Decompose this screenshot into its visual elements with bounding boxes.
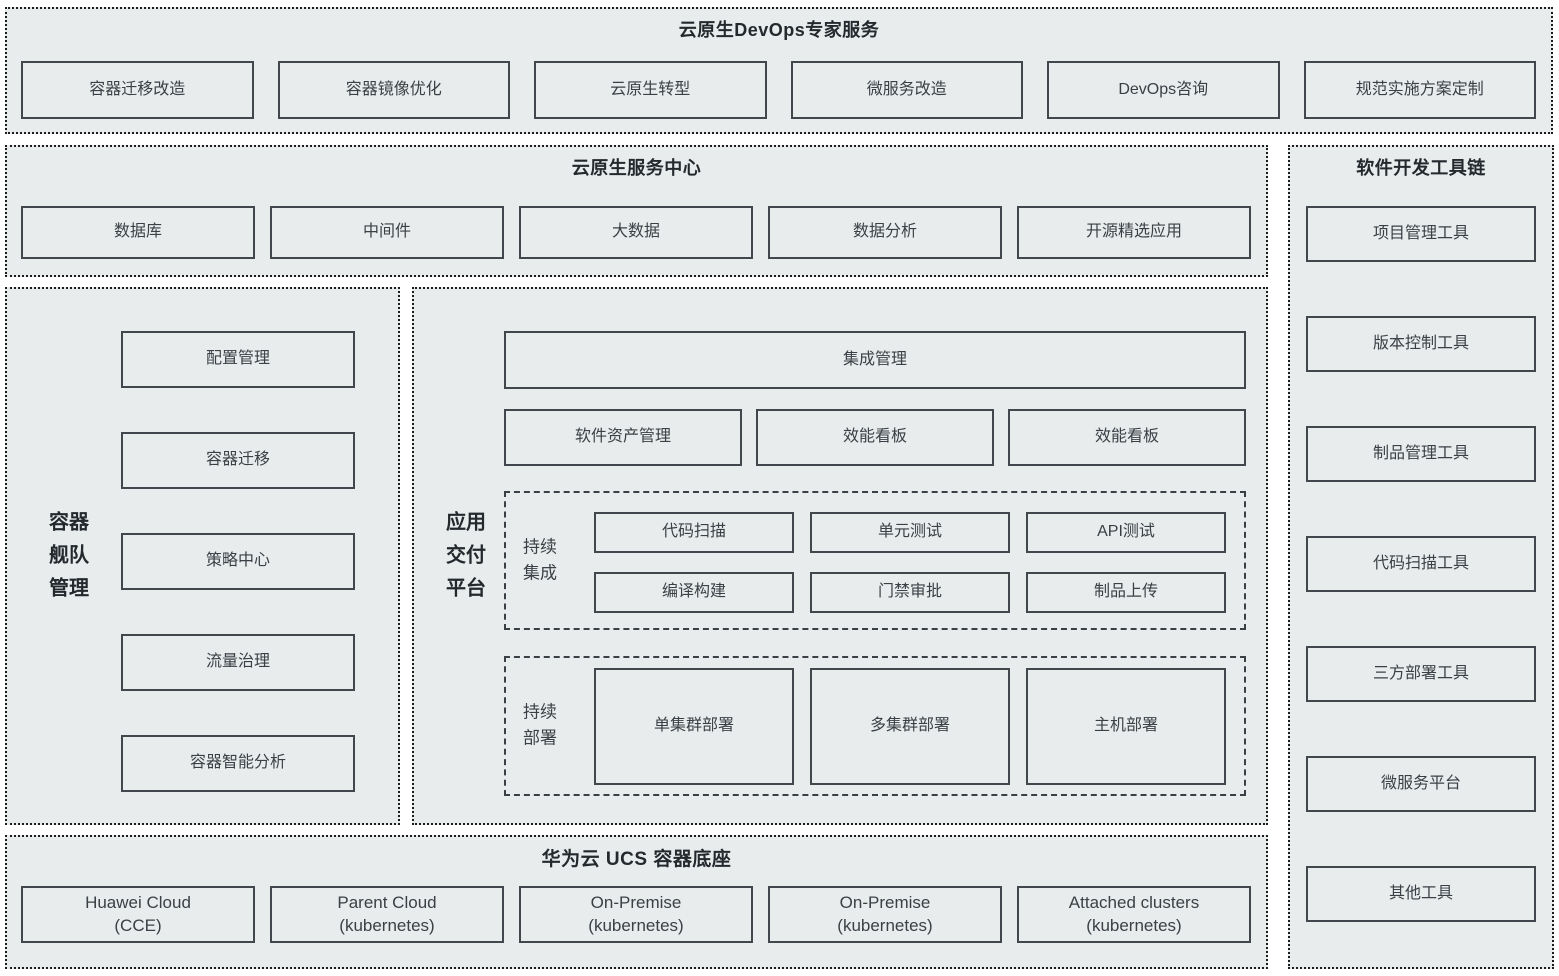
expert-services-title: 云原生DevOps专家服务	[678, 20, 880, 40]
ci-item: 单元测试	[810, 512, 1010, 553]
ucs-row: Huawei Cloud (CCE) Parent Cloud (kuberne…	[21, 886, 1251, 943]
toolchain-item: 代码扫描工具	[1306, 536, 1536, 592]
ucs-cluster-name: On-Premise	[839, 892, 931, 912]
expert-service-item: 云原生转型	[534, 61, 767, 119]
delivery-title: 应用 交付 平台	[446, 507, 486, 606]
delivery-title-line: 应用	[446, 511, 486, 534]
service-center-item: 中间件	[270, 206, 504, 259]
cd-label-line: 部署	[523, 729, 557, 748]
section-ucs-container-base: 华为云 UCS 容器底座 Huawei Cloud (CCE) Parent C…	[5, 835, 1268, 969]
continuous-deployment-group: 持续 部署 单集群部署 多集群部署 主机部署	[504, 656, 1246, 796]
delivery-row2: 软件资产管理 效能看板 效能看板	[504, 409, 1246, 466]
cd-label-line: 持续	[523, 702, 557, 722]
performance-dashboard-box: 效能看板	[1008, 409, 1246, 466]
fleet-title-line: 管理	[49, 577, 89, 600]
software-asset-management-box: 软件资产管理	[504, 409, 742, 466]
ucs-cluster-type: (kubernetes)	[1086, 915, 1182, 935]
ucs-cluster-name: Attached clusters	[1068, 892, 1200, 912]
ucs-cluster-name: On-Premise	[590, 892, 682, 912]
cd-row: 单集群部署 多集群部署 主机部署	[594, 668, 1226, 785]
ci-label-line: 集成	[523, 563, 557, 583]
ci-item: 代码扫描	[594, 512, 794, 553]
service-center-item: 大数据	[519, 206, 753, 259]
service-center-row: 数据库 中间件 大数据 数据分析 开源精选应用	[21, 206, 1251, 259]
performance-dashboard-box: 效能看板	[756, 409, 994, 466]
ucs-cluster-item: Parent Cloud (kubernetes)	[270, 886, 504, 943]
ci-label: 持续 集成	[523, 534, 557, 587]
ci-item: 编译构建	[594, 572, 794, 613]
toolchain-column: 项目管理工具 版本控制工具 制品管理工具 代码扫描工具 三方部署工具 微服务平台…	[1290, 180, 1552, 922]
section-cloud-native-service-center: 云原生服务中心 数据库 中间件 大数据 数据分析 开源精选应用	[5, 145, 1268, 277]
section-app-delivery-platform: 应用 交付 平台 集成管理 软件资产管理 效能看板 效能看板 持续 集成 代码扫…	[412, 287, 1268, 825]
ucs-cluster-name: Huawei Cloud	[85, 892, 191, 912]
expert-service-item: DevOps咨询	[1047, 61, 1280, 119]
section-container-fleet-management: 容器 舰队 管理 配置管理 容器迁移 策略中心 流量治理 容器智能分析	[5, 287, 400, 825]
ucs-cluster-name: Parent Cloud	[337, 892, 437, 912]
fleet-item: 流量治理	[121, 634, 355, 691]
fleet-column: 配置管理 容器迁移 策略中心 流量治理 容器智能分析	[121, 331, 355, 792]
delivery-title-line: 交付	[446, 544, 486, 567]
ci-grid: 代码扫描 单元测试 API测试 编译构建 门禁审批 制品上传	[594, 512, 1226, 613]
toolchain-item: 微服务平台	[1306, 756, 1536, 812]
ucs-cluster-item: Huawei Cloud (CCE)	[21, 886, 255, 943]
fleet-item: 容器迁移	[121, 432, 355, 489]
fleet-item: 策略中心	[121, 533, 355, 590]
service-center-title: 云原生服务中心	[571, 158, 702, 178]
section-devops-expert-services: 云原生DevOps专家服务 容器迁移改造 容器镜像优化 云原生转型 微服务改造 …	[5, 7, 1553, 134]
cd-item: 单集群部署	[594, 668, 794, 785]
ci-item: 制品上传	[1026, 572, 1226, 613]
ucs-cluster-type: (kubernetes)	[837, 915, 933, 935]
section-software-dev-toolchain: 软件开发工具链 项目管理工具 版本控制工具 制品管理工具 代码扫描工具 三方部署…	[1288, 145, 1554, 969]
toolchain-item: 其他工具	[1306, 866, 1536, 922]
delivery-title-line: 平台	[446, 577, 486, 600]
ci-item: 门禁审批	[810, 572, 1010, 613]
integration-management-box: 集成管理	[504, 331, 1246, 389]
toolchain-item: 项目管理工具	[1306, 206, 1536, 262]
fleet-title-line: 容器	[49, 511, 89, 534]
expert-service-item: 微服务改造	[790, 61, 1023, 119]
expert-services-row: 容器迁移改造 容器镜像优化 云原生转型 微服务改造 DevOps咨询 规范实施方…	[21, 61, 1536, 119]
cd-item: 主机部署	[1026, 668, 1226, 785]
service-center-item: 数据分析	[768, 206, 1002, 259]
expert-service-item: 容器镜像优化	[277, 61, 510, 119]
delivery-content: 集成管理 软件资产管理 效能看板 效能看板 持续 集成 代码扫描 单元测试 AP…	[504, 331, 1246, 796]
fleet-item: 容器智能分析	[121, 735, 355, 792]
ucs-cluster-type: (kubernetes)	[588, 915, 684, 935]
ucs-cluster-type: (CCE)	[114, 915, 162, 935]
ucs-cluster-item: On-Premise (kubernetes)	[768, 886, 1002, 943]
fleet-item: 配置管理	[121, 331, 355, 388]
toolchain-title: 软件开发工具链	[1356, 158, 1486, 178]
ucs-cluster-type: (kubernetes)	[339, 915, 435, 935]
expert-service-item: 规范实施方案定制	[1303, 61, 1536, 119]
toolchain-item: 版本控制工具	[1306, 316, 1536, 372]
ci-label-line: 持续	[523, 537, 557, 557]
ucs-cluster-item: Attached clusters (kubernetes)	[1017, 886, 1251, 943]
ci-item: API测试	[1026, 512, 1226, 553]
fleet-title-line: 舰队	[49, 544, 89, 567]
expert-service-item: 容器迁移改造	[21, 61, 254, 119]
toolchain-item: 三方部署工具	[1306, 646, 1536, 702]
ucs-title: 华为云 UCS 容器底座	[541, 849, 732, 870]
continuous-integration-group: 持续 集成 代码扫描 单元测试 API测试 编译构建 门禁审批 制品上传	[504, 491, 1246, 630]
toolchain-item: 制品管理工具	[1306, 426, 1536, 482]
cd-label: 持续 部署	[523, 700, 557, 753]
service-center-item: 数据库	[21, 206, 255, 259]
ucs-cluster-item: On-Premise (kubernetes)	[519, 886, 753, 943]
cd-item: 多集群部署	[810, 668, 1010, 785]
fleet-title: 容器 舰队 管理	[49, 507, 89, 606]
service-center-item: 开源精选应用	[1017, 206, 1251, 259]
